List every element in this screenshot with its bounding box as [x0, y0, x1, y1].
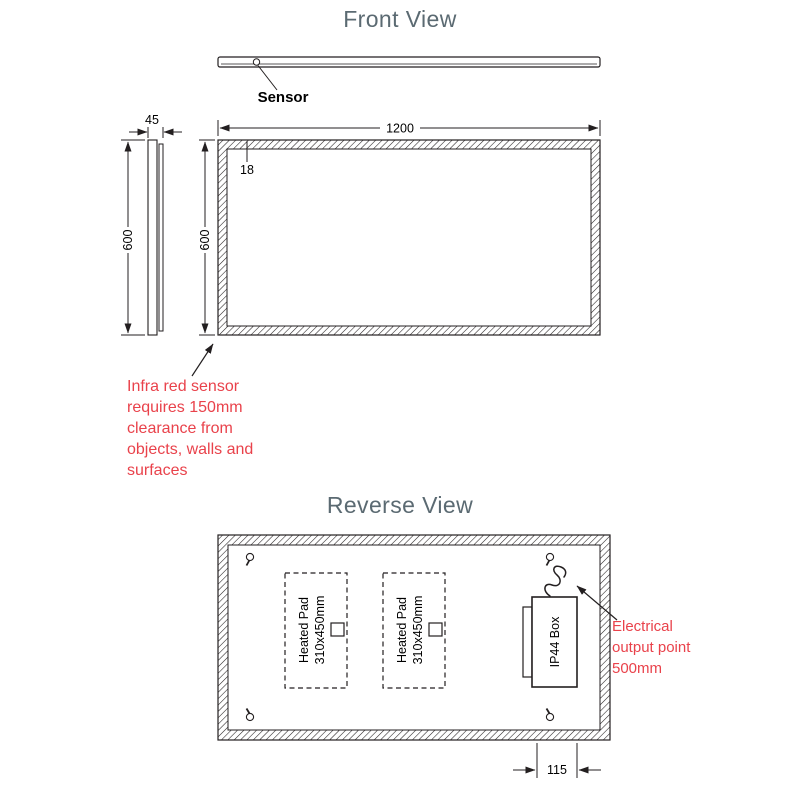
keyhole-fixing-bottom-left — [245, 708, 255, 722]
sensor-label: Sensor — [258, 89, 309, 106]
mirror-top-edge-view: Sensor — [217, 56, 601, 106]
dim-600-front: 600 — [198, 139, 215, 336]
electrical-note-line: Electrical — [612, 618, 673, 635]
power-cable-coil — [544, 565, 567, 597]
heated-pad-outline — [382, 572, 446, 689]
front-view-section: Front View Sensor 1200 18 — [121, 6, 601, 479]
front-view-title: Front View — [343, 6, 457, 32]
reverse-view-title: Reverse View — [327, 492, 473, 518]
sensor-dot — [252, 58, 261, 66]
side-profile-glass — [158, 143, 164, 332]
infra-red-note-line: clearance from — [127, 420, 233, 437]
keyhole-circle — [545, 552, 555, 562]
infra-red-note-line: surfaces — [127, 462, 187, 479]
pad-connector-square — [428, 622, 443, 637]
infra-red-note: Infra red sensor requires 150mm clearanc… — [127, 343, 253, 479]
dim-115-value: 115 — [547, 763, 567, 777]
infra-red-note-line: objects, walls and — [127, 441, 253, 458]
dim-45-value: 45 — [145, 113, 159, 127]
side-profile-frame — [147, 139, 158, 336]
sensor-leader-line — [257, 65, 278, 91]
heated-pad-name: Heated Pad — [297, 597, 311, 663]
dim-600-side-value: 600 — [121, 230, 135, 251]
dim-115: 115 — [513, 743, 601, 778]
electrical-note-line: 500mm — [612, 660, 662, 677]
dim-45: 45 — [129, 113, 182, 138]
keyhole-slot — [545, 708, 551, 714]
electrical-note-arrow — [576, 585, 618, 621]
keyhole-slot — [245, 559, 251, 566]
frame-thickness-value: 18 — [240, 163, 254, 177]
frame-thickness: 18 — [240, 141, 254, 177]
infra-red-note-line: Infra red sensor — [127, 378, 240, 395]
ip44-mount-flange — [522, 606, 533, 678]
keyhole-fixing-top-left — [245, 552, 255, 566]
side-profile-view — [147, 139, 164, 336]
heated-pad-name: Heated Pad — [395, 597, 409, 663]
reverse-view-section: Reverse View Heated Pad 310x450mm — [217, 492, 691, 778]
keyhole-fixing-bottom-right — [545, 708, 555, 722]
dim-1200-value: 1200 — [386, 122, 414, 136]
heated-pad-size: 310x450mm — [313, 596, 327, 665]
infra-red-arrow — [191, 343, 214, 377]
top-edge-outline — [217, 56, 601, 68]
mirror-front-face — [217, 139, 601, 336]
keyhole-slot — [245, 708, 251, 714]
dim-600-side: 600 — [121, 139, 145, 336]
infra-red-note-line: requires 150mm — [127, 399, 243, 416]
pad-connector-square — [330, 622, 345, 637]
keyhole-circle — [545, 712, 555, 722]
dim-1200: 1200 — [217, 120, 601, 136]
ip44-box: IP44 Box — [522, 565, 578, 688]
electrical-note-line: output point — [612, 639, 691, 656]
keyhole-fixing-top-right — [545, 552, 555, 566]
heated-pad-size: 310x450mm — [411, 596, 425, 665]
ip44-box-label: IP44 Box — [548, 616, 562, 667]
keyhole-slot — [545, 559, 551, 566]
heated-pad-1: Heated Pad 310x450mm — [284, 572, 348, 689]
keyhole-circle — [245, 552, 255, 562]
heated-pad-outline — [284, 572, 348, 689]
ip44-box-outline — [531, 596, 578, 688]
keyhole-circle — [245, 712, 255, 722]
dim-600-front-value: 600 — [198, 230, 212, 251]
electrical-note: Electrical output point 500mm — [576, 585, 691, 677]
mirror-glass-area — [226, 148, 592, 327]
heated-pad-2: Heated Pad 310x450mm — [382, 572, 446, 689]
